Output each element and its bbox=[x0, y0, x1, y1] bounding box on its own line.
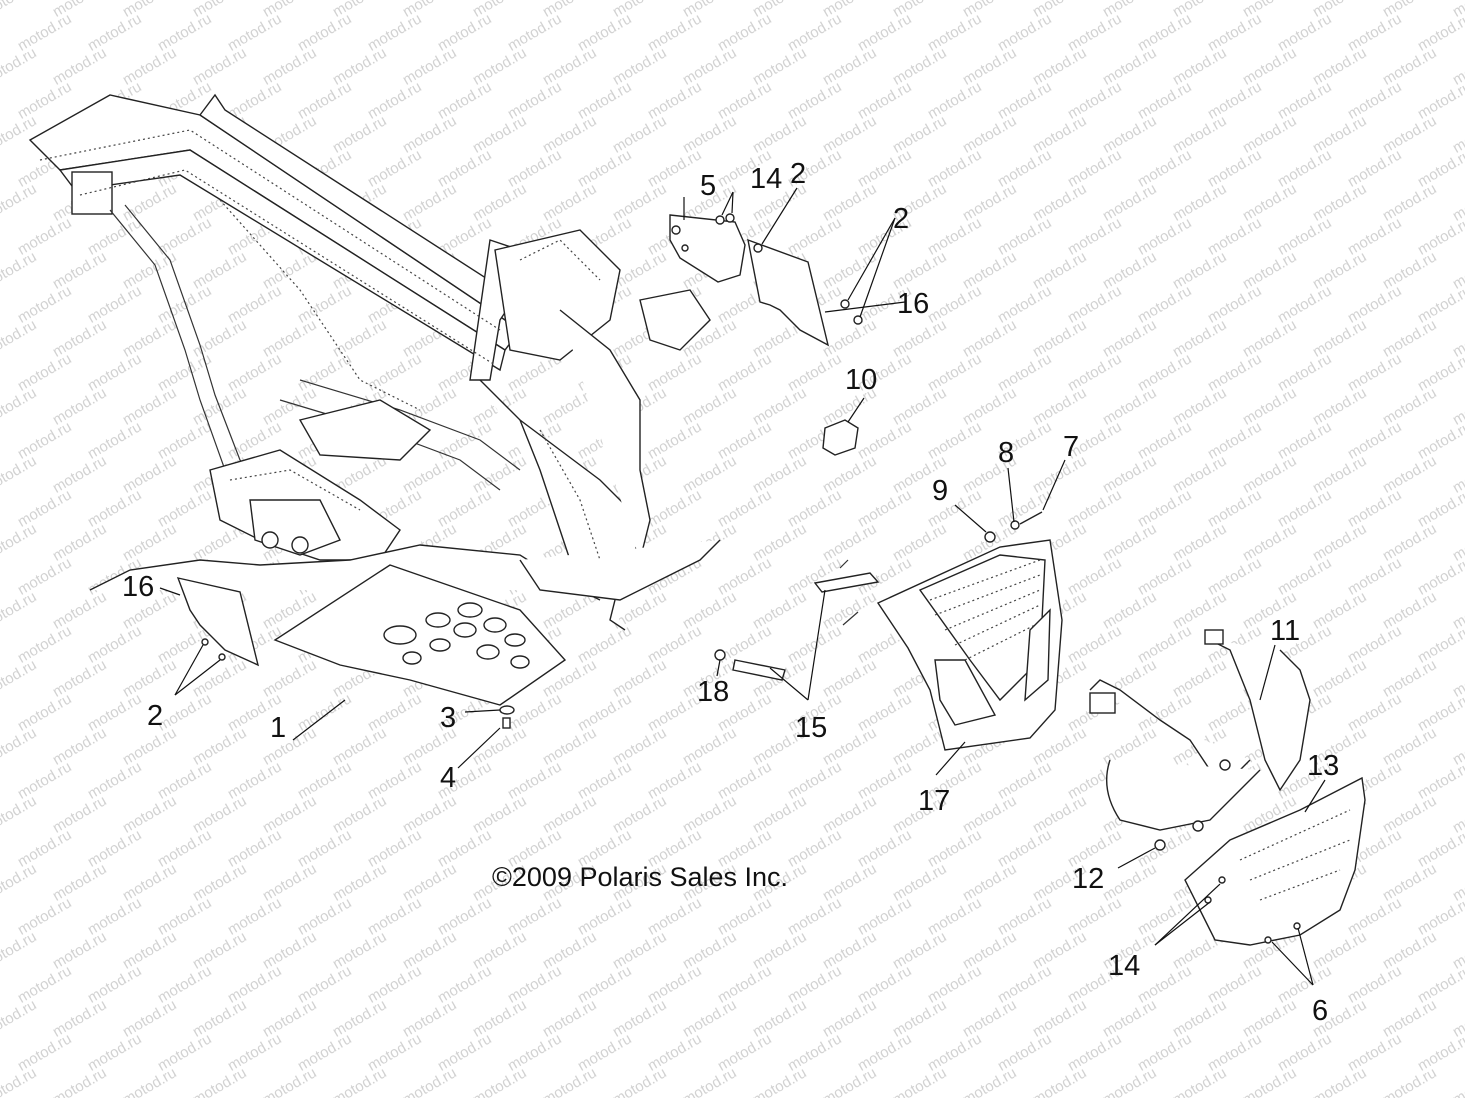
part-6-12-14-fasteners bbox=[1154, 839, 1301, 944]
callout-2-top: 2 bbox=[790, 158, 806, 190]
part-3-4-hardware bbox=[499, 705, 515, 729]
callout-17: 17 bbox=[918, 785, 950, 817]
part-1-skid-plate bbox=[273, 564, 567, 706]
callout-11: 11 bbox=[1270, 615, 1300, 647]
callout-7: 7 bbox=[1063, 431, 1079, 463]
callouts: 1 2 2 2 3 4 5 6 7 8 9 10 11 12 13 14 14 … bbox=[122, 158, 1339, 1027]
part-15-straps bbox=[732, 559, 880, 681]
part-11-bumper bbox=[1089, 629, 1311, 832]
callout-2-right: 2 bbox=[893, 203, 909, 235]
part-5-bracket bbox=[669, 214, 746, 283]
part-13-skid bbox=[1184, 776, 1366, 946]
part-16-top-panel bbox=[747, 238, 830, 347]
callout-16-top: 16 bbox=[897, 288, 929, 320]
callout-8: 8 bbox=[998, 437, 1014, 469]
callout-2-left: 2 bbox=[147, 700, 163, 732]
callout-13: 13 bbox=[1307, 750, 1339, 782]
copyright-notice: ©2009 Polaris Sales Inc. bbox=[492, 862, 788, 892]
part-16-left-panel bbox=[176, 577, 260, 667]
callout-18: 18 bbox=[697, 676, 729, 708]
part-17-grille bbox=[876, 539, 1063, 751]
callout-16-left: 16 bbox=[122, 571, 154, 603]
small-hardware bbox=[714, 511, 1043, 661]
callout-14-top: 14 bbox=[750, 163, 782, 195]
callout-4: 4 bbox=[440, 762, 456, 794]
leader-lines bbox=[159, 187, 1326, 986]
frame-assembly bbox=[28, 93, 721, 631]
callout-14-bottom: 14 bbox=[1108, 950, 1140, 982]
callout-1: 1 bbox=[270, 712, 286, 744]
callout-3: 3 bbox=[440, 702, 456, 734]
callout-10: 10 bbox=[845, 364, 877, 396]
callout-6: 6 bbox=[1312, 995, 1328, 1027]
part-10-block bbox=[822, 419, 859, 456]
callout-9: 9 bbox=[932, 475, 948, 507]
part-14-2-fasteners-top bbox=[715, 213, 863, 325]
callout-15: 15 bbox=[795, 712, 827, 744]
callout-12: 12 bbox=[1072, 863, 1104, 895]
callout-5: 5 bbox=[700, 170, 716, 202]
